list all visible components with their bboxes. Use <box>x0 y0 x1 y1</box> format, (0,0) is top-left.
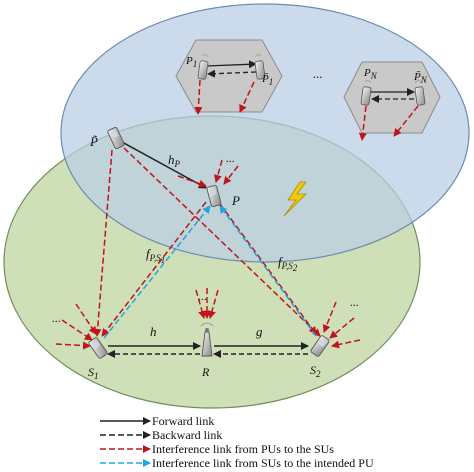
legend-label-interference-pu: Interference link from PUs to the SUs <box>152 442 334 456</box>
interference-p-s1 <box>101 201 207 337</box>
label-ellipsis-r: ... <box>198 289 207 303</box>
label-s1: S1 <box>88 365 99 381</box>
lightning-icon <box>283 181 307 217</box>
interference-to-s1-3 <box>75 303 97 335</box>
interference-pn-down-2 <box>393 105 419 137</box>
primary-cell-hexagon-1 <box>175 39 283 113</box>
interference-to-s2-2 <box>329 317 355 339</box>
interference-to-p-1 <box>177 175 207 188</box>
label-h: h <box>150 324 157 339</box>
interference-pn-down-1 <box>358 105 367 141</box>
primary-cell-hexagon-n <box>343 61 441 134</box>
device-s2-icon <box>310 335 330 357</box>
device-p-icon <box>206 185 222 207</box>
interference-to-s1-2 <box>55 341 91 350</box>
device-s1-icon <box>88 337 108 359</box>
label-ellipsis-cells: ... <box>313 66 323 81</box>
label-f-ps1: fP,S1 <box>146 246 165 265</box>
legend: Forward link Backward link Interference … <box>100 414 374 470</box>
interference-ptilde-s1 <box>93 149 113 337</box>
legend-label-interference-su: Interference link from SUs to the intend… <box>152 456 374 470</box>
interference-to-p-3 <box>223 165 239 185</box>
label-pn-tilde: P̃N <box>413 70 428 85</box>
interference-p1-down-1 <box>194 79 203 115</box>
interference-p1-down-2 <box>239 81 255 113</box>
label-f-ps2: fP,S2 <box>278 254 298 273</box>
label-s2: S2 <box>310 363 321 379</box>
label-p1: P1 <box>185 55 197 69</box>
label-p-tilde: P̃ <box>89 134 98 149</box>
device-p1-tilde-icon <box>254 54 266 80</box>
label-ellipsis-s1: ... <box>52 311 61 325</box>
label-h-p: hP <box>168 152 181 169</box>
interference-to-s2-1 <box>322 301 337 333</box>
interference-to-r-1 <box>195 289 206 319</box>
backward-link-p1 <box>207 69 257 78</box>
interference-to-s2-3 <box>331 339 361 349</box>
label-ellipsis-p: ... <box>226 151 235 165</box>
label-p: P <box>231 193 240 208</box>
forward-link-p1 <box>205 60 257 69</box>
device-pn-tilde-icon <box>414 80 426 106</box>
interference-to-s1-1 <box>61 319 93 341</box>
device-p-tilde-icon <box>107 127 125 149</box>
legend-label-forward: Forward link <box>152 414 214 428</box>
device-p1-icon <box>197 54 209 80</box>
label-g: g <box>256 324 263 339</box>
label-p1-tilde: P̃1 <box>261 72 273 87</box>
interference-to-r-2 <box>208 289 219 319</box>
label-r: R <box>201 365 210 379</box>
label-ellipsis-s2: ... <box>350 295 359 309</box>
label-pn: PN <box>363 67 378 81</box>
interference-ptilde-s2 <box>123 147 321 337</box>
legend-label-backward: Backward link <box>152 428 222 442</box>
device-pn-icon <box>360 80 372 106</box>
interference-to-p-2 <box>213 159 223 183</box>
relay-antenna-icon <box>200 322 214 357</box>
interference-s1-to-p <box>103 205 211 339</box>
